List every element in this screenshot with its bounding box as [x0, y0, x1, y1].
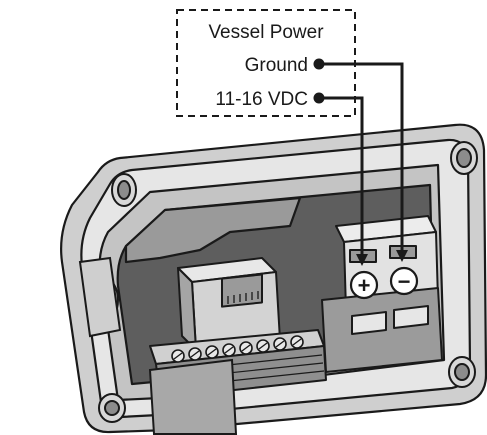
mounting-tab — [78, 256, 122, 338]
negative-symbol: − — [398, 269, 411, 294]
terminal-screw-slot — [292, 338, 302, 346]
network-jack — [177, 257, 281, 351]
screw-boss-top-left-hole — [117, 180, 131, 200]
terminal-screw-slot — [241, 344, 251, 352]
power-wire-arrow — [356, 254, 368, 266]
ground-wire — [319, 62, 404, 258]
jack-pins — [227, 291, 259, 304]
vessel-power-legend: Vessel Power Ground 11-16 VDC — [176, 9, 356, 117]
power-wires — [319, 62, 404, 258]
legend-box — [176, 9, 356, 117]
legend-title: Vessel Power — [208, 22, 324, 43]
terminal-screw-slots — [173, 338, 302, 360]
positive-symbol: + — [358, 273, 371, 298]
ground-label: Ground — [245, 55, 308, 76]
housing-inner-wall — [124, 196, 302, 264]
filled-dot-icon — [313, 92, 325, 104]
terminal-screw-slot — [190, 350, 200, 358]
power-label: 11-16 VDC — [215, 89, 308, 110]
power-header-slots — [351, 305, 429, 335]
screw-boss-bottom-right-hole — [454, 363, 470, 381]
wire-dots — [313, 58, 325, 104]
polarity-markers: + − — [349, 266, 419, 300]
terminal-screw-slot — [207, 348, 217, 356]
plus-circle-icon — [349, 270, 379, 300]
wire-arrowheads — [356, 250, 408, 266]
screw-boss-top-right-hole — [456, 148, 472, 168]
filled-dot-icon — [313, 58, 325, 70]
terminal-screw-slot — [173, 352, 183, 360]
ground-wire-arrow — [396, 250, 408, 262]
terminal-screw-slot — [258, 342, 268, 350]
terminal-screw-slot — [275, 340, 285, 348]
minus-circle-icon — [389, 266, 419, 296]
power-wire — [319, 96, 364, 258]
ribbon-flap — [148, 358, 238, 435]
screw-bosses — [98, 141, 478, 423]
screw-boss-bottom-left-hole — [104, 400, 120, 416]
terminal-screw-slot — [224, 346, 234, 354]
